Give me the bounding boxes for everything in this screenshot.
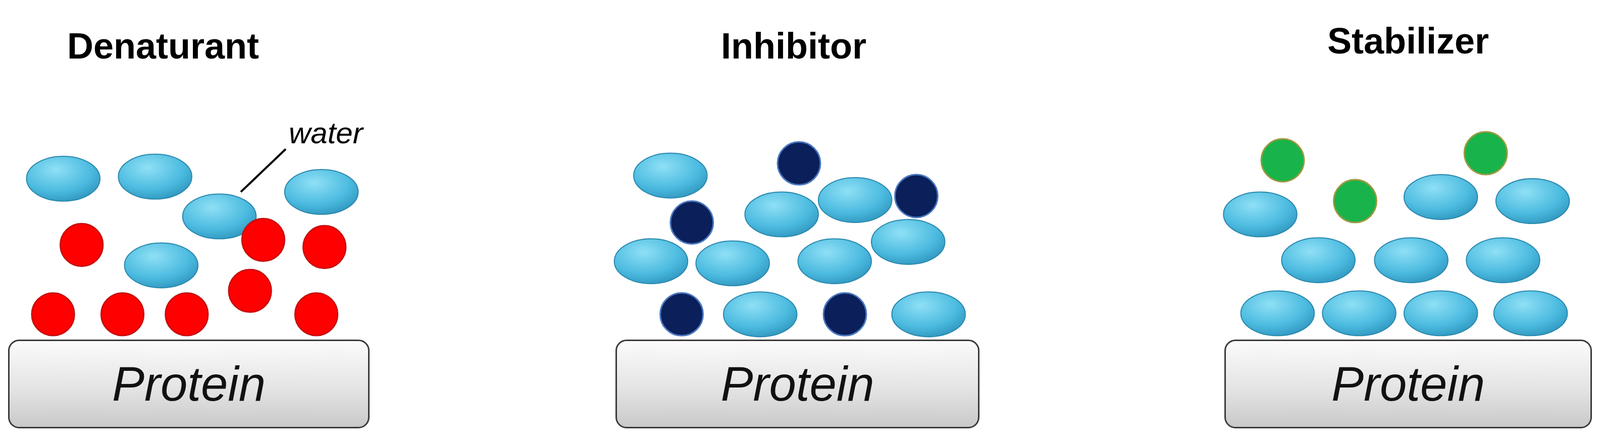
panel-title: Denaturant bbox=[67, 25, 260, 67]
callout-label: water bbox=[288, 115, 364, 151]
denaturant-molecules bbox=[31, 218, 346, 336]
protein-box: Protein bbox=[8, 339, 370, 429]
protein-box: Protein bbox=[1224, 339, 1592, 429]
stabilizer-molecules bbox=[1261, 131, 1508, 223]
box-label: Protein bbox=[1331, 356, 1485, 412]
box-label: Protein bbox=[720, 356, 874, 412]
leader-line bbox=[240, 149, 286, 193]
panel-title: Stabilizer bbox=[1327, 20, 1489, 62]
panel-title: Inhibitor bbox=[720, 25, 867, 67]
protein-box: Protein bbox=[615, 339, 980, 429]
box-label: Protein bbox=[112, 356, 266, 412]
inhibitor-molecules bbox=[660, 141, 939, 336]
